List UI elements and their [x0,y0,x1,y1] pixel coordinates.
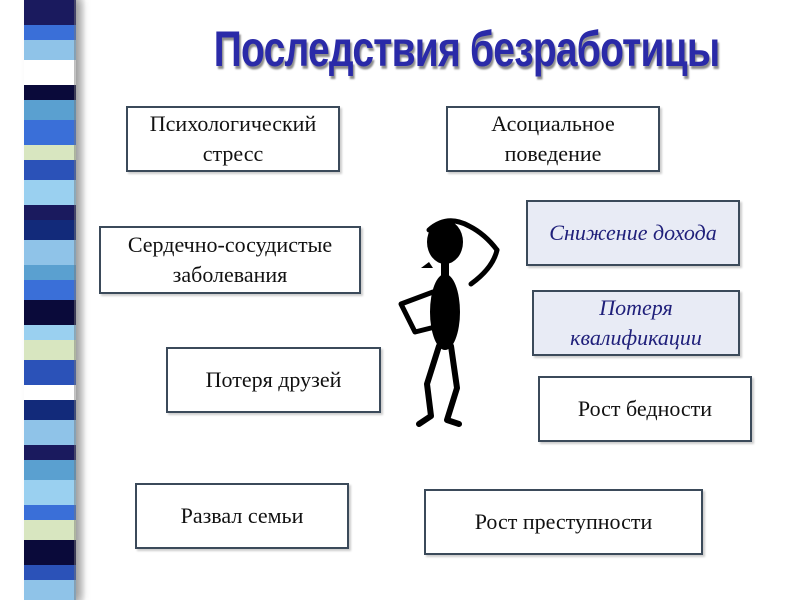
stripe-segment [24,520,76,540]
box-label: Асоциальное поведение [491,111,615,166]
stripe-segment [24,144,76,160]
stripe-segment [24,24,76,40]
stripe-segment [24,460,76,480]
stripe-segment [24,264,76,280]
stripe-segment [24,240,76,265]
box-label: Развал семьи [180,503,304,529]
decorative-stripe-bar [24,0,86,600]
box-cardiovascular-diseases: Сердечно-сосудистые заболевания [99,226,361,294]
box-label: Рост преступности [474,509,653,535]
box-qualification-loss: Потеря квалификации [532,290,740,356]
stripe-segment [24,40,76,60]
box-label: Потеря квалификации [570,295,702,350]
box-label: Потеря друзей [205,367,342,393]
box-label: Психологический стресс [149,111,317,166]
stripe-segment [24,420,76,445]
stripe-segment [24,540,76,565]
box-family-breakdown: Развал семьи [135,483,349,549]
stripe-segment [24,324,76,340]
stripe-segment [24,480,76,505]
stripe-segment [24,0,76,25]
stripe-segment [24,340,76,360]
stripe-segment [24,444,76,460]
stripe-segment [24,180,76,205]
box-label: Сердечно-сосудистые заболевания [127,232,333,287]
box-friends-loss: Потеря друзей [166,347,381,413]
box-income-decrease: Снижение дохода [526,200,740,266]
stripe-segment [24,160,76,180]
stripe-segment [24,300,76,325]
stripe-segment [24,360,76,385]
stripe-segment [24,204,76,220]
stripe-segment [24,580,76,600]
stripe-segment [24,84,76,100]
stripe-segment [24,220,76,240]
stripe-segment [24,60,76,85]
slide-title: Последствия безработицы [213,21,720,77]
box-crime-growth: Рост преступности [424,489,703,555]
box-psychological-stress: Психологический стресс [126,106,340,172]
stripe-segment [24,280,76,300]
stripe-segment [24,120,76,145]
box-label: Рост бедности [577,396,713,422]
box-label: Снижение дохода [549,220,717,246]
thinking-person-icon [398,218,500,427]
box-asocial-behavior: Асоциальное поведение [446,106,660,172]
stripe-bar-shadow [74,0,86,600]
stripe-segment [24,504,76,520]
box-poverty-growth: Рост бедности [538,376,752,442]
stripe-segment [24,100,76,120]
stripe-segment [24,384,76,400]
stripe-segment [24,564,76,580]
stripe-segment [24,400,76,420]
